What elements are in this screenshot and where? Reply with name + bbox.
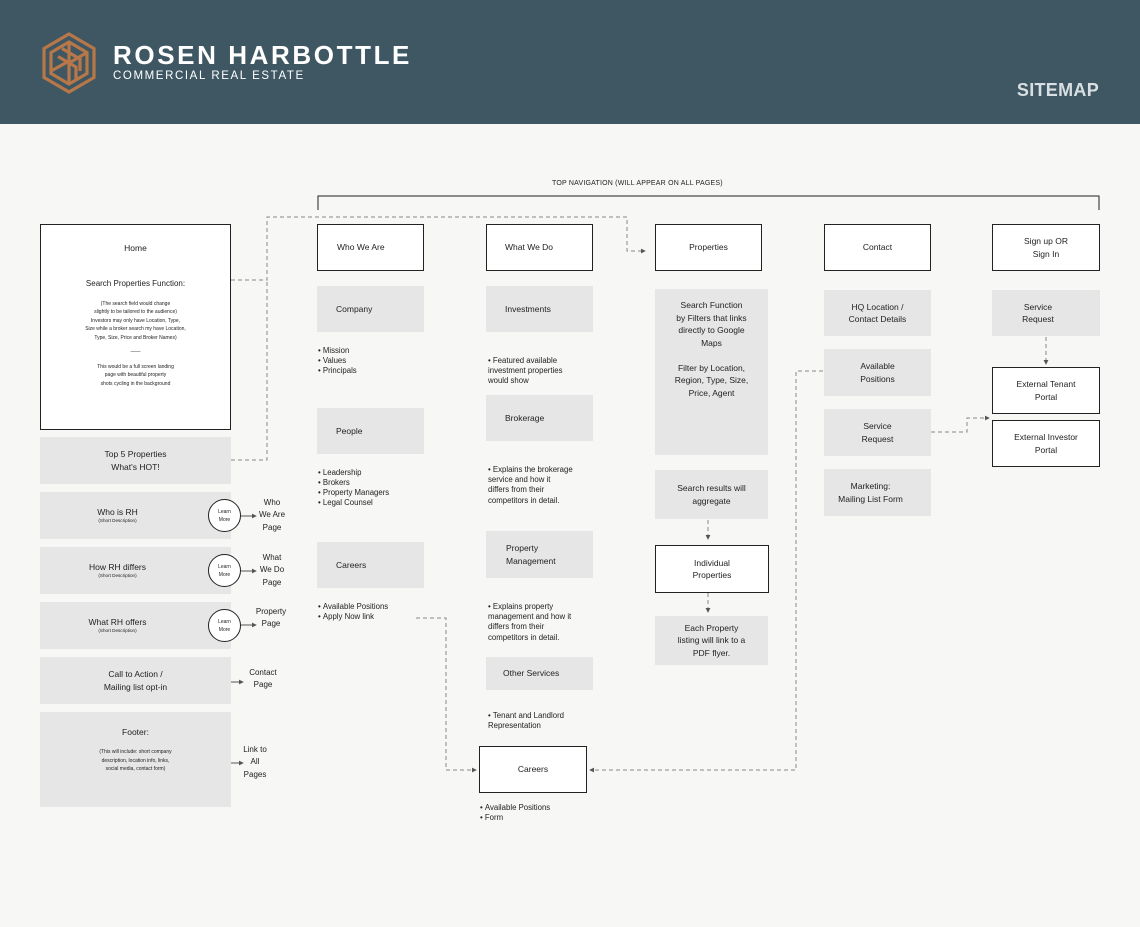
careers-page-notes: Available Positions Form [480, 803, 590, 823]
investments-notes: Featured available investment properties… [488, 346, 598, 397]
pdf-flyer-section: Each Property listing will link to a PDF… [655, 616, 768, 665]
company-notes: Mission Values Principals [318, 346, 438, 376]
footer-section: Footer: (This will include: short compan… [40, 712, 231, 807]
home-divider: —— [130, 349, 141, 356]
list-item: Explains property management and how it … [488, 602, 598, 643]
short-description-label: (Short Description) [98, 518, 137, 524]
how-rh-differs-label: How RH differs [89, 561, 146, 572]
signup-service-request-section: Service Request [992, 290, 1100, 336]
short-description-label: (Short Description) [98, 628, 137, 634]
property-management-notes: Explains property management and how it … [488, 592, 598, 653]
what-we-do-page-link: What We Do Page [259, 553, 285, 587]
brokerage-section: Brokerage [486, 395, 593, 441]
list-item: Mission [318, 346, 438, 356]
how-rh-differs-section: How RH differs (Short Description) [40, 547, 231, 594]
footer-title: Footer: [122, 727, 149, 737]
individual-properties-box: Individual Properties [655, 545, 769, 593]
list-item: Legal Counsel [318, 498, 438, 508]
nav-sign-up[interactable]: Sign up OR Sign In [992, 224, 1100, 271]
home-title: Home [124, 243, 147, 253]
list-item: Property Managers [318, 488, 438, 498]
external-investor-portal-box: External Investor Portal [992, 420, 1100, 467]
list-item: Values [318, 356, 438, 366]
list-item: Form [480, 813, 590, 823]
learn-more-button[interactable]: Learn More [208, 609, 241, 642]
nav-properties[interactable]: Properties [655, 224, 762, 271]
available-positions-section: Available Positions [824, 349, 931, 396]
header: ROSEN HARBOTTLE COMMERCIAL REAL ESTATE S… [0, 0, 1140, 124]
what-rh-offers-section: What RH offers (Short Description) [40, 602, 231, 649]
brokerage-notes: Explains the brokerage service and how i… [488, 455, 598, 516]
landing-page-note: This would be a full screen landing page… [97, 363, 174, 387]
short-description-label: (Short Description) [98, 573, 137, 579]
list-item: Principals [318, 366, 438, 376]
footer-note: (This will include: short company descri… [99, 749, 172, 773]
who-we-are-page-link: Who We Are Page [258, 498, 286, 532]
learn-more-button[interactable]: Learn More [208, 499, 241, 532]
external-tenant-portal-box: External Tenant Portal [992, 367, 1100, 414]
list-item: Featured available investment properties… [488, 356, 598, 386]
home-page-box: Home Search Properties Function: (The se… [40, 224, 231, 430]
who-is-rh-section: Who is RH (Short Description) [40, 492, 231, 539]
careers-page-box: Careers [479, 746, 587, 793]
people-notes: Leadership Brokers Property Managers Leg… [318, 468, 438, 509]
all-pages-link: Link to All Pages [243, 745, 267, 779]
nav-who-we-are[interactable]: Who We Are [317, 224, 424, 271]
hexagon-logo-icon [42, 32, 96, 94]
list-item: Brokers [318, 478, 438, 488]
search-results-section: Search results will aggregate [655, 470, 768, 519]
learn-more-button[interactable]: Learn More [208, 554, 241, 587]
other-services-section: Other Services [486, 657, 593, 690]
list-item: Apply Now link [318, 612, 438, 622]
hq-location-section: HQ Location / Contact Details [824, 290, 931, 336]
list-item: Explains the brokerage service and how i… [488, 465, 598, 506]
marketing-section: Marketing: Mailing List Form [824, 469, 931, 516]
contact-page-link: Contact Page [249, 668, 277, 690]
brand-tagline: COMMERCIAL REAL ESTATE [113, 70, 305, 82]
careers-notes: Available Positions Apply Now link [318, 602, 438, 622]
top-5-properties-section: Top 5 Properties What's HOT! [40, 437, 231, 484]
other-services-notes: Tenant and Landlord Representation [488, 701, 598, 742]
nav-contact[interactable]: Contact [824, 224, 931, 271]
property-page-link: Property Page [255, 607, 287, 629]
call-to-action-section: Call to Action / Mailing list opt-in [40, 657, 231, 704]
property-management-section: Property Management [486, 531, 593, 578]
nav-what-we-do[interactable]: What We Do [486, 224, 593, 271]
list-item: Available Positions [480, 803, 590, 813]
top-navigation-label: TOP NAVIGATION (WILL APPEAR ON ALL PAGES… [552, 180, 723, 187]
list-item: Tenant and Landlord Representation [488, 711, 598, 731]
brand-name: ROSEN HARBOTTLE [113, 40, 412, 70]
investments-section: Investments [486, 286, 593, 332]
list-item: Available Positions [318, 602, 438, 612]
list-item: Leadership [318, 468, 438, 478]
company-section: Company [317, 286, 424, 332]
careers-section: Careers [317, 542, 424, 588]
who-is-rh-label: Who is RH [97, 506, 138, 517]
top-nav-bracket [317, 195, 1100, 210]
page-title: SITEMAP [1016, 80, 1099, 100]
search-function-section: Search Function by Filters that links di… [655, 289, 768, 455]
what-rh-offers-label: What RH offers [88, 616, 147, 627]
service-request-section: Service Request [824, 409, 931, 456]
people-section: People [317, 408, 424, 454]
search-properties-note: (The search field would change slightly … [85, 300, 186, 341]
search-properties-title: Search Properties Function: [85, 279, 186, 289]
